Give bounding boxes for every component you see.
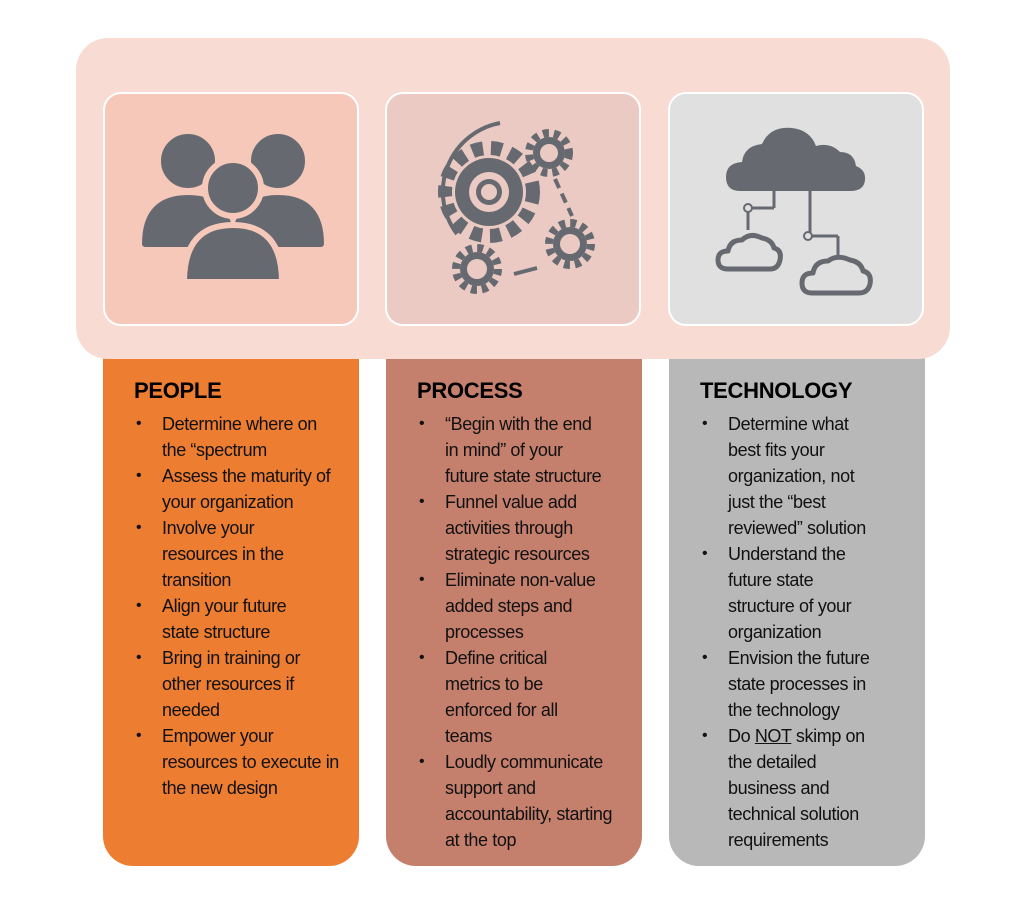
people-item: Assess the maturity of your organization	[134, 463, 332, 515]
process-item: Define critical metrics to be enforced f…	[417, 645, 585, 749]
gear-icon	[525, 129, 573, 177]
technology-item: Envision the future state processes in t…	[700, 645, 878, 723]
gear-icon	[452, 244, 502, 294]
gears-icon	[438, 121, 595, 294]
people-group-icon	[142, 134, 324, 285]
people-item: Bring in training or other resources if …	[134, 645, 322, 723]
technology-item: Understand the future state structure of…	[700, 541, 868, 645]
technology-item: Do NOT skimp on the detailed business an…	[700, 723, 878, 853]
cloud-network-icon	[715, 127, 873, 296]
people-item: Empower your resources to execute in the…	[134, 723, 342, 801]
process-item: “Begin with the end in mind” of your fut…	[417, 411, 605, 489]
process-title: PROCESS	[417, 378, 523, 403]
technology-title: TECHNOLOGY	[700, 378, 853, 403]
gear-icon	[545, 219, 595, 269]
people-column: PEOPLE Determine where on the “spectrum …	[103, 300, 359, 866]
cloud-icon	[799, 254, 873, 296]
cloud-icon	[715, 232, 783, 272]
people-title: PEOPLE	[134, 378, 222, 403]
process-item: Loudly communicate support and accountab…	[417, 749, 620, 853]
gear-icon	[438, 141, 540, 243]
people-item: Determine where on the “spectrum	[134, 411, 332, 463]
technology-list: Determine what best fits your organizati…	[700, 411, 925, 853]
technology-column: TECHNOLOGY Determine what best fits your…	[669, 300, 925, 866]
people-item: Involve your resources in the transition	[134, 515, 302, 593]
people-tile	[103, 92, 359, 326]
technology-item-emphasis: NOT	[754, 726, 792, 746]
technology-item-prefix: Do	[728, 726, 751, 746]
people-item: Align your future state structure	[134, 593, 302, 645]
process-tile	[385, 92, 641, 326]
process-item: Eliminate non-value added steps and proc…	[417, 567, 615, 645]
technology-item-suffix: skimp on the detailed business and techn…	[728, 726, 865, 850]
process-column: PROCESS “Begin with the end in mind” of …	[386, 300, 642, 866]
people-list: Determine where on the “spectrum Assess …	[134, 411, 359, 801]
process-list: “Begin with the end in mind” of your fut…	[417, 411, 642, 853]
process-item: Funnel value add activities through stra…	[417, 489, 615, 567]
technology-tile	[668, 92, 924, 326]
technology-item: Determine what best fits your organizati…	[700, 411, 878, 541]
cloud-icon	[726, 127, 866, 191]
